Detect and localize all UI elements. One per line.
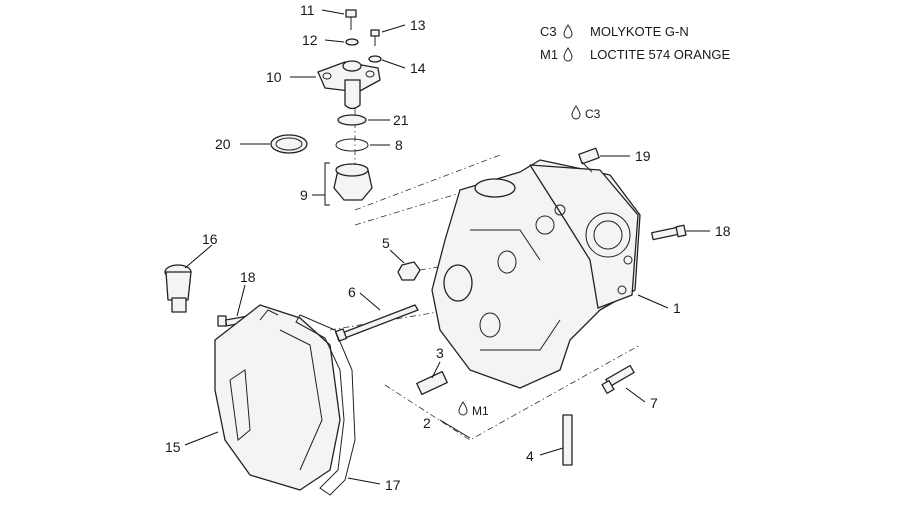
- screw-right: [651, 224, 687, 241]
- legend: C3 MOLYKOTE G-N M1 LOCTITE 574 ORANGE: [540, 24, 730, 62]
- callout-labels: 11 12 13 14 10 21 8 20 9 19 18 5 1 6 7 3…: [165, 2, 731, 493]
- callout-13: 13: [410, 17, 426, 33]
- callout-18-right: 18: [715, 223, 731, 239]
- drop-icon: [563, 24, 573, 39]
- callout-18-left: 18: [240, 269, 256, 285]
- marker-label-c3: C3: [585, 107, 601, 121]
- legend-text-c3: MOLYKOTE G-N: [590, 24, 689, 39]
- drop-icon: [571, 105, 581, 120]
- callout-11: 11: [300, 2, 315, 18]
- nut: [397, 261, 421, 281]
- callout-16: 16: [202, 231, 218, 247]
- valve-cover: [214, 304, 341, 491]
- drop-icon: [563, 47, 573, 62]
- sealant-marker-m1: M1: [458, 401, 489, 418]
- callout-21: 21: [393, 112, 409, 128]
- seals-and-thermostat: [270, 114, 373, 206]
- stud-bolt-long: [334, 304, 419, 342]
- leader-lines: [184, 9, 710, 485]
- callout-3: 3: [436, 345, 444, 361]
- callout-2: 2: [423, 415, 431, 431]
- callout-10: 10: [266, 69, 282, 85]
- callout-14: 14: [410, 60, 426, 76]
- bolt-small: [601, 364, 635, 394]
- cover-gasket: [295, 314, 356, 496]
- inspection-plug: [164, 264, 192, 313]
- callout-1: 1: [673, 300, 681, 316]
- callout-7: 7: [650, 395, 658, 411]
- callout-4: 4: [526, 448, 534, 464]
- cover-fasteners: [345, 9, 382, 63]
- dowel-pin: [416, 370, 448, 396]
- callout-6: 6: [348, 284, 356, 300]
- callout-15: 15: [165, 439, 181, 455]
- legend-code-c3: C3: [540, 24, 557, 39]
- callout-19: 19: [635, 148, 651, 164]
- sealant-marker-c3: C3: [571, 105, 601, 121]
- callout-17: 17: [385, 477, 401, 493]
- stud-short: [562, 414, 573, 466]
- cylinder-head: [431, 159, 641, 389]
- legend-code-m1: M1: [540, 47, 558, 62]
- callout-5: 5: [382, 235, 390, 251]
- temperature-sensor: [578, 147, 600, 173]
- marker-label-m1: M1: [472, 404, 489, 418]
- callout-9: 9: [300, 187, 308, 203]
- callout-8: 8: [395, 137, 403, 153]
- drop-icon: [458, 401, 468, 416]
- callout-20: 20: [215, 136, 231, 152]
- callout-12: 12: [302, 32, 318, 48]
- thermostat-cover: [317, 60, 381, 110]
- legend-text-m1: LOCTITE 574 ORANGE: [590, 47, 730, 62]
